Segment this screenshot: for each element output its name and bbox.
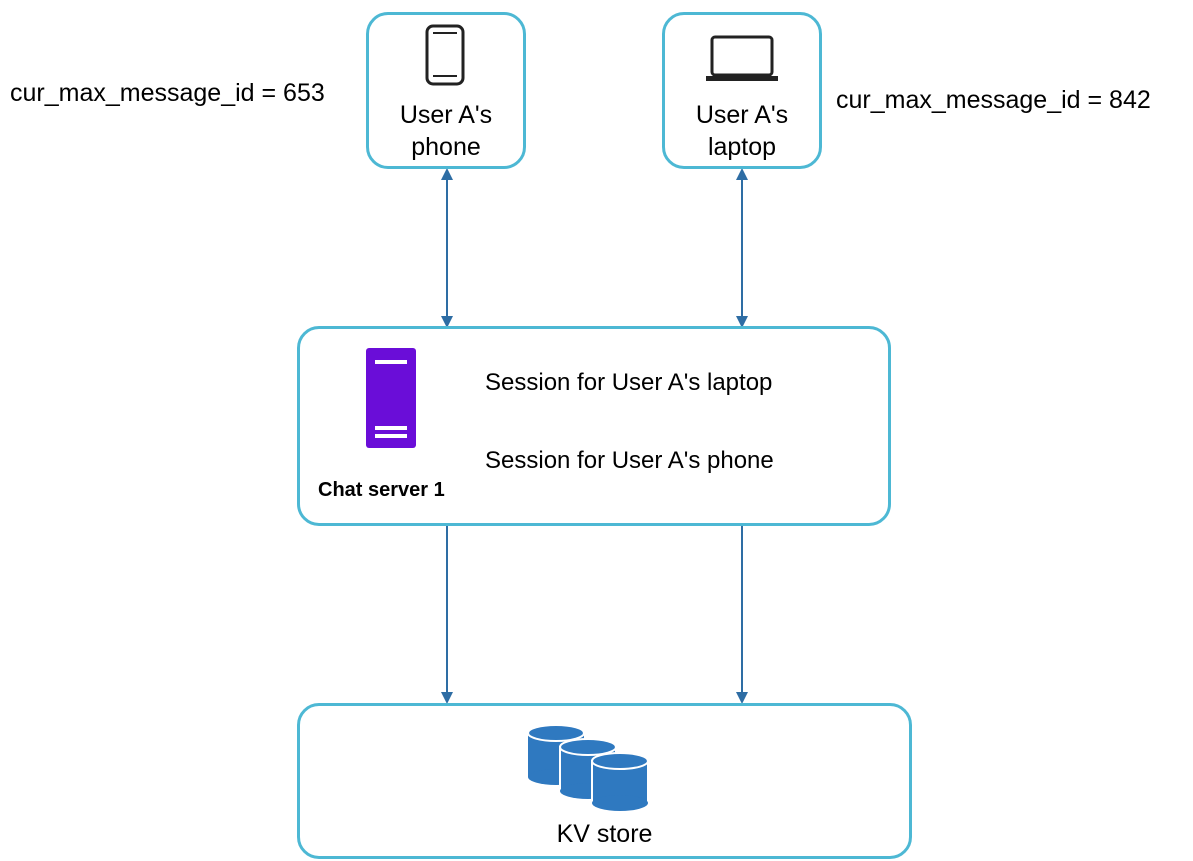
- chat-server-name: Chat server 1: [318, 479, 445, 501]
- laptop-label-line1: User A's: [695, 101, 789, 129]
- chat-server-node: Chat server 1 Session for User A's lapto…: [297, 326, 891, 526]
- kv-store-label: KV store: [556, 820, 653, 848]
- server-icon: [366, 348, 416, 448]
- session-phone: Session for User A's phone: [485, 447, 774, 474]
- kv-store-node: KV store: [297, 703, 912, 859]
- database-cluster-icon: [527, 724, 649, 811]
- phone-label-line2: phone: [411, 133, 481, 161]
- laptop-label: User A's laptop: [665, 99, 819, 163]
- laptop-counter: cur_max_message_id = 842: [836, 86, 1151, 114]
- laptop-icon: [706, 35, 778, 81]
- phone-node: User A's phone: [366, 12, 526, 169]
- database-icon-3: [591, 752, 649, 811]
- session-laptop: Session for User A's laptop: [485, 369, 773, 396]
- laptop-node: User A's laptop: [662, 12, 822, 169]
- phone-counter: cur_max_message_id = 653: [10, 79, 325, 107]
- phone-label: User A's phone: [369, 99, 523, 163]
- laptop-label-line2: laptop: [707, 133, 777, 161]
- smartphone-icon: [425, 24, 465, 86]
- phone-label-line1: User A's: [399, 101, 493, 129]
